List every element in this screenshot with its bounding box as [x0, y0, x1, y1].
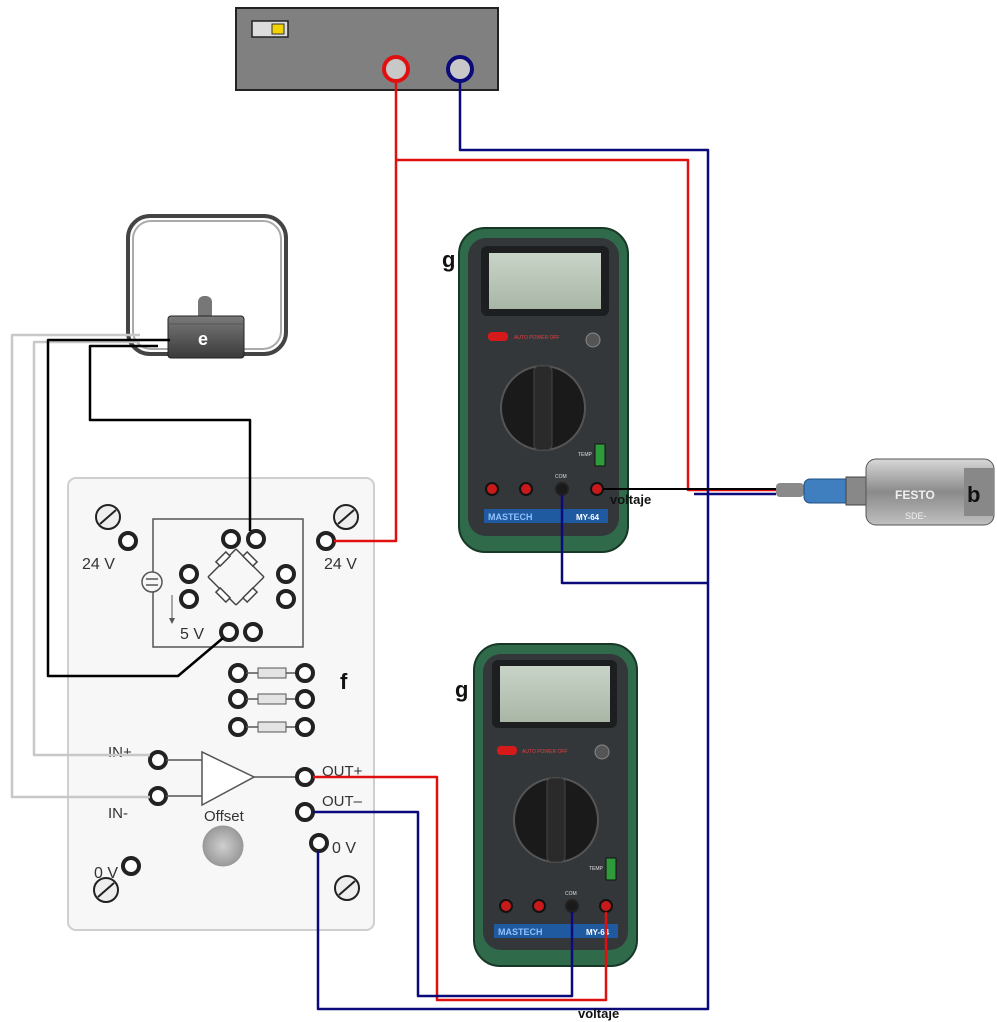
label-out-minus: OUT–: [322, 793, 363, 810]
bridge-socket[interactable]: [179, 589, 199, 609]
bridge-socket[interactable]: [221, 529, 241, 549]
wire-blue-out-minus: [313, 810, 574, 998]
multimeter-top: AUTO POWER OFF TEMP COM MASTECH MY-64: [458, 227, 629, 553]
socket-out-minus[interactable]: [295, 802, 315, 822]
wire-blue-meter-top: [560, 495, 708, 585]
label-0v-left: 0 V: [94, 865, 118, 882]
wire-black-bridge: [88, 344, 252, 531]
jack-com[interactable]: [555, 482, 569, 496]
battery-symbol: [141, 571, 163, 593]
label-e: e: [198, 329, 208, 349]
socket-5v[interactable]: [219, 622, 239, 642]
temp-label: TEMP: [578, 452, 593, 458]
model-label: MY-64: [586, 928, 610, 937]
auto-power-text: AUTO POWER OFF: [522, 749, 567, 755]
jack-ma[interactable]: [519, 482, 533, 496]
power-supply: [235, 7, 499, 91]
label-voltaje-bottom: voltaje: [578, 1006, 619, 1021]
brand-label: MASTECH: [488, 512, 533, 522]
jack-10a[interactable]: [499, 899, 513, 913]
bridge-socket[interactable]: [276, 564, 296, 584]
auto-power-text: AUTO POWER OFF: [514, 335, 559, 341]
socket-24v-right[interactable]: [316, 531, 336, 551]
power-button[interactable]: [488, 332, 508, 341]
supply-negative-terminal[interactable]: [446, 55, 474, 83]
bridge-socket[interactable]: [276, 589, 296, 609]
multimeter-bottom: AUTO POWER OFF TEMP COM MASTECH MY-64: [473, 643, 638, 967]
festo-brand: FESTO: [895, 488, 935, 502]
offset-knob[interactable]: [202, 825, 244, 867]
temp-socket[interactable]: [605, 857, 617, 881]
festo-model: SDE-: [905, 511, 927, 521]
label-24v-right: 24 V: [324, 556, 357, 573]
label-voltaje-top: voltaje: [610, 492, 651, 507]
wire-gray-in-minus: [10, 333, 150, 799]
bridge-socket[interactable]: [179, 564, 199, 584]
jack-10a[interactable]: [485, 482, 499, 496]
jack-ma[interactable]: [532, 899, 546, 913]
label-b: b: [967, 482, 980, 507]
load-cell: e: [126, 214, 288, 359]
wires: [10, 82, 776, 1011]
label-g-top: g: [442, 247, 455, 272]
wire-blue-supply: [316, 82, 710, 1011]
label-5v: 5 V: [180, 626, 204, 643]
wire-red-supply: [334, 82, 398, 543]
temp-label: TEMP: [589, 866, 604, 872]
label-g-bottom: g: [455, 677, 468, 702]
op-amp-symbol: [201, 750, 256, 807]
socket-24v-left[interactable]: [118, 531, 138, 551]
label-0v-right: 0 V: [332, 840, 356, 857]
label-f: f: [340, 669, 348, 694]
socket-in-minus[interactable]: [148, 786, 168, 806]
wheatstone-bridge: [207, 548, 265, 606]
socket-out-plus[interactable]: [295, 767, 315, 787]
wire-gray-in-plus: [32, 340, 150, 757]
multimeter-display: [500, 666, 610, 722]
screw-icon: [93, 877, 119, 903]
resistor-row: [228, 717, 315, 737]
model-label: MY-64: [576, 513, 600, 522]
resistor-row: [228, 689, 315, 709]
multimeter-display: [489, 253, 601, 309]
label-in-minus: IN-: [108, 805, 128, 822]
resistor-row: [228, 663, 315, 683]
temp-socket[interactable]: [594, 443, 606, 467]
pressure-sensor: FESTO SDE- b: [776, 458, 995, 526]
supply-positive-terminal[interactable]: [382, 55, 410, 83]
screw-icon: [95, 504, 121, 530]
jack-v[interactable]: [590, 482, 604, 496]
wire-black-5v: [46, 338, 224, 678]
socket-in-plus[interactable]: [148, 750, 168, 770]
amplifier-board: 24 V 24 V 5 V: [67, 477, 375, 931]
brand-label: MASTECH: [498, 927, 543, 937]
label-offset: Offset: [204, 808, 245, 825]
socket-0v-right[interactable]: [309, 833, 329, 853]
power-button[interactable]: [497, 746, 517, 755]
wire-red-out-plus: [313, 775, 608, 1002]
socket-0v-left[interactable]: [121, 856, 141, 876]
bridge-socket[interactable]: [246, 529, 266, 549]
screw-icon: [333, 504, 359, 530]
label-24v-left: 24 V: [82, 556, 115, 573]
bridge-socket[interactable]: [243, 622, 263, 642]
label-in-plus: IN+: [108, 744, 132, 761]
com-label: COM: [555, 474, 567, 480]
com-label: COM: [565, 891, 577, 897]
jack-com[interactable]: [565, 899, 579, 913]
screw-icon: [334, 875, 360, 901]
jack-v[interactable]: [599, 899, 613, 913]
